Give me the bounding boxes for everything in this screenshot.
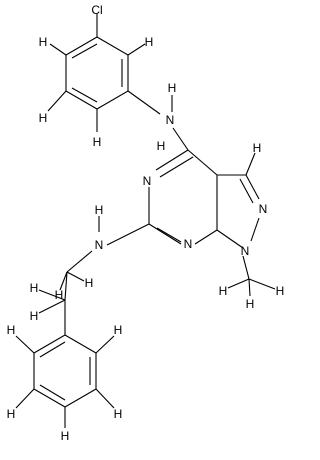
- molecule-structure: Cl H H H H H N H H N N N N N H H H H H H…: [7, 3, 284, 443]
- atom-label-hydrogen: H: [55, 288, 64, 302]
- atom-label-hydrogen: H: [39, 111, 48, 125]
- atom-label-hydrogen: H: [114, 407, 123, 421]
- atom-label-hydrogen: H: [85, 276, 94, 290]
- atom-label-hydrogen: H: [168, 81, 177, 95]
- atom-label-hydrogen: H: [30, 281, 39, 295]
- atom-label-nitrogen: N: [241, 244, 250, 258]
- atom-label-hydrogen: H: [219, 284, 228, 298]
- atom-label-hydrogen: H: [253, 141, 262, 155]
- atom-label-hydrogen: H: [145, 35, 154, 49]
- atom-label-hydrogen: H: [276, 284, 284, 298]
- atom-label-hydrogen: H: [30, 309, 39, 323]
- atom-label-hydrogen: H: [39, 35, 48, 49]
- atom-label-nitrogen: N: [143, 174, 152, 188]
- atom-label-hydrogen: H: [93, 135, 102, 149]
- atom-label-hydrogen: H: [114, 323, 123, 337]
- atom-label-hydrogen: H: [95, 203, 104, 217]
- atom-label-hydrogen: H: [246, 297, 255, 311]
- atom-label-nitrogen: N: [95, 238, 104, 252]
- atom-label-nitrogen: N: [184, 237, 193, 251]
- atom-label-nitrogen: N: [259, 202, 268, 216]
- atom-label-hydrogen: H: [61, 429, 70, 443]
- atom-label-hydrogen: H: [7, 323, 16, 337]
- atom-label-hydrogen: H: [157, 139, 166, 153]
- atom-labels: Cl H H H H H N H H N N N N N H H H H H H…: [7, 3, 284, 443]
- atom-label-chlorine: Cl: [91, 3, 102, 17]
- atom-label-hydrogen: H: [7, 407, 16, 421]
- atom-label-nitrogen: N: [166, 113, 175, 127]
- bond-lines: [15, 14, 276, 428]
